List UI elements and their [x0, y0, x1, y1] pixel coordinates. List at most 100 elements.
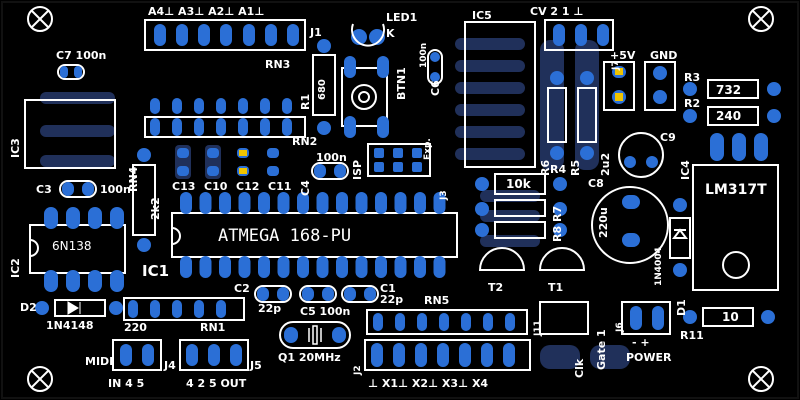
r11-label: R11 [680, 329, 704, 342]
ic2-part-label: 6N138 [52, 239, 92, 253]
ic4-label: IC4 [679, 160, 692, 180]
c8-outline [591, 186, 669, 264]
r5-label: R5 [569, 159, 582, 176]
ic1-pad [316, 192, 329, 214]
midi-in-pins-label: IN 4 5 [108, 377, 145, 390]
rn1-label: RN1 [200, 321, 226, 334]
ic1-pad [433, 192, 446, 214]
r3-value-label: 732 [716, 83, 742, 97]
mounting-hole-bottom-right [748, 366, 774, 392]
c10-label: C10 [204, 180, 228, 193]
ic1-pad [414, 256, 426, 278]
clk-label: Clk [573, 358, 586, 378]
d2-label: D2 [20, 301, 37, 314]
ic1-pad [277, 256, 290, 278]
r2-value-label: 240 [716, 109, 742, 123]
gate-label: Gate 1 [595, 329, 608, 370]
ic1-pad [394, 192, 407, 214]
ic1-pad [258, 192, 270, 214]
ic2-label: IC2 [9, 258, 22, 278]
j3-label: J3 [439, 190, 449, 200]
ic1-pad [258, 256, 270, 278]
led1-footprint [351, 29, 385, 45]
ic1-pad [316, 256, 329, 278]
c2-label: C2 [234, 282, 250, 295]
r8-label: R8 [551, 225, 564, 242]
r11-value-label: 10 [722, 310, 739, 324]
rn5-label: RN5 [424, 294, 450, 307]
isp-label: ISP [351, 159, 364, 180]
j1-label: J1 [310, 26, 322, 39]
t2-label: T2 [488, 281, 504, 294]
ic1-part-label: ATMEGA 168-PU [218, 226, 352, 246]
power-polarity-label: - + [632, 336, 650, 349]
j6-label: J6 [615, 322, 625, 332]
r6-label: R6 [539, 159, 552, 176]
mounting-hole-top-right [748, 6, 774, 32]
ic1-pad [219, 256, 231, 278]
c12-label: C12 [236, 180, 260, 193]
header-gnd [644, 61, 676, 111]
c8-label: C8 [588, 177, 604, 190]
lm317t-label: LM317T [705, 182, 767, 198]
ic1-pad [180, 192, 192, 214]
ic1-pad [355, 256, 368, 278]
rn2-label: RN2 [292, 135, 318, 148]
btn1-footprint [341, 67, 388, 127]
j2-pins-label: ⊥ X1⊥ X2⊥ X3⊥ X4 [368, 377, 489, 390]
c2-value-label: 22p [258, 302, 282, 315]
c5-label: C5 100n [300, 305, 351, 318]
ic3-outline [24, 99, 116, 169]
ic1-pad [336, 256, 348, 278]
d1-label: D1 [675, 299, 688, 316]
ic1-pad [297, 256, 309, 278]
r4-value-label: 10k [506, 177, 531, 191]
ic1-pad [180, 256, 192, 278]
ic1-pad [433, 256, 446, 278]
gnd-label: GND [650, 49, 678, 62]
j11-label: J11 [533, 320, 543, 336]
c13-label: C13 [172, 180, 196, 193]
ic4-outline [692, 164, 779, 291]
d1-part-label: 1N4004 [654, 247, 664, 286]
exp-label: Exp. [423, 138, 433, 160]
ic1-label: IC1 [142, 262, 170, 280]
header-5v [603, 61, 635, 111]
r2-label: R2 [684, 97, 701, 110]
c1-value-label: 22p [380, 293, 404, 306]
ic1-pad [355, 192, 368, 214]
r1-outline [312, 54, 336, 116]
rn2-outline [144, 116, 306, 138]
c7-label: C7 100n [56, 49, 107, 62]
c6-value-label: 100n [419, 42, 429, 68]
midi-label: MIDI [85, 355, 114, 368]
btn1-label: BTN1 [395, 67, 408, 100]
rn3-label: RN3 [265, 58, 291, 71]
mounting-hole-top-left [27, 6, 53, 32]
ic1-pad [238, 256, 251, 278]
c6-label: C6 [429, 80, 442, 96]
c9-value-label: 2u2 [599, 152, 612, 176]
ic1-pad [375, 256, 387, 278]
ic1-pad [219, 192, 231, 214]
ic1-pad [414, 192, 426, 214]
c3-label: C3 [36, 183, 52, 196]
ic1-pad [336, 192, 348, 214]
ic1-pad [238, 192, 251, 214]
r1-value-label: 680 [317, 79, 328, 100]
ic1-pad [277, 192, 290, 214]
c1-label: C1 [380, 282, 396, 295]
q1-label: Q1 20MHz [278, 351, 341, 364]
r3-label: R3 [684, 71, 701, 84]
j2-label: J2 [353, 365, 363, 375]
c3-value-label: 100n [100, 183, 131, 196]
ic1-pad [394, 256, 407, 278]
rn1-value-label: 220 [124, 321, 147, 334]
r7-label: R7 [551, 205, 564, 222]
led1-label: LED1 [386, 11, 418, 24]
mounting-hole-bottom-left [27, 366, 53, 392]
ic1-pad [375, 192, 387, 214]
